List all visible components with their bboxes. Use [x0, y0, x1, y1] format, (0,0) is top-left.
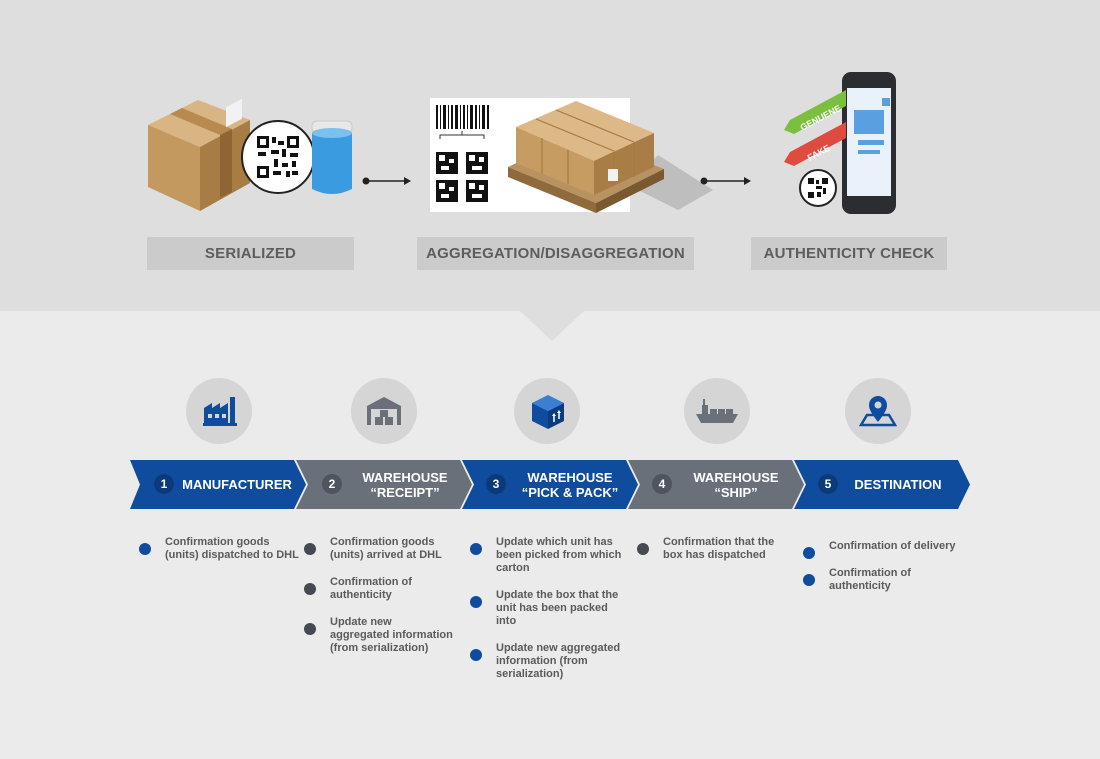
step-title: MANUFACTURER [176, 460, 298, 509]
bullet-dot [304, 623, 316, 635]
bullet-dot [803, 574, 815, 586]
step-2-chevron: 2 WAREHOUSE “RECEIPT” [296, 460, 472, 509]
step-number: 1 [154, 474, 174, 494]
step-title-line1: WAREHOUSE [362, 469, 448, 485]
stage-label-authenticity: AUTHENTICITY CHECK [751, 237, 947, 270]
step-title-line1: MANUFACTURER [182, 477, 292, 492]
panel-pointer [520, 311, 584, 341]
step-number: 4 [652, 474, 672, 494]
flow-arrow-1 [362, 177, 411, 185]
list-item: Update the box that the unit has been pa… [470, 589, 625, 628]
step-title-line1: WAREHOUSE [693, 469, 779, 485]
step-title: WAREHOUSE “SHIP” [676, 460, 796, 509]
step-number: 5 [818, 474, 838, 494]
aggregation-illustration [430, 98, 713, 213]
list-item: Update which unit has been picked from w… [470, 536, 625, 575]
bullet-dot [470, 649, 482, 661]
list-item-text: Update which unit has been picked from w… [496, 536, 622, 574]
step-4-chevron: 4 WAREHOUSE “SHIP” [628, 460, 804, 509]
list-item: Confirmation goods (units) arrived at DH… [304, 536, 454, 562]
step-5-bullets: Confirmation of delivery Confirmation of… [803, 540, 963, 607]
bullet-dot [304, 543, 316, 555]
list-item-text: Confirmation of authenticity [330, 576, 412, 601]
bullet-dot [470, 543, 482, 555]
list-item: Update new aggregated information (from … [470, 642, 625, 681]
factory-icon [186, 378, 252, 444]
step-2-bullets: Confirmation goods (units) arrived at DH… [304, 536, 454, 669]
step-title: WAREHOUSE “PICK & PACK” [510, 460, 630, 509]
list-item-text: Confirmation goods (units) arrived at DH… [330, 536, 442, 561]
authenticity-illustration: GENUENE FAKE [784, 72, 896, 214]
list-item-text: Confirmation of authenticity [829, 567, 911, 592]
list-item: Confirmation of delivery [803, 540, 963, 559]
stage-label-aggregation: AGGREGATION/DISAGGREGATION [417, 237, 694, 270]
list-item-text: Confirmation of delivery [829, 540, 956, 552]
step-title-line1: WAREHOUSE [527, 469, 613, 485]
step-3-bullets: Update which unit has been picked from w… [470, 536, 625, 695]
bullet-dot [304, 583, 316, 595]
location-pin-icon [845, 378, 911, 444]
warehouse-icon [351, 378, 417, 444]
step-1-chevron: 1 MANUFACTURER [130, 460, 306, 509]
step-title: WAREHOUSE “RECEIPT” [346, 460, 464, 509]
ship-icon [684, 378, 750, 444]
list-item: Confirmation of authenticity [803, 567, 963, 593]
bullet-dot [470, 596, 482, 608]
step-number: 2 [322, 474, 342, 494]
list-item-text: Update new aggregated information (from … [496, 642, 621, 680]
list-item-text: Confirmation that the box has dispatched [663, 536, 775, 561]
step-5-chevron: 5 DESTINATION [794, 460, 970, 509]
step-title: DESTINATION [844, 460, 952, 509]
list-item: Update new aggregated information (from … [304, 616, 454, 655]
list-item: Confirmation that the box has dispatched [637, 536, 787, 562]
step-1-bullets: Confirmation goods (units) dispatched to… [139, 536, 299, 576]
list-item-text: Update new aggregated information (from … [330, 616, 453, 654]
step-4-bullets: Confirmation that the box has dispatched [637, 536, 787, 576]
bullet-dot [803, 547, 815, 559]
bullet-dot [637, 543, 649, 555]
step-title-line1: DESTINATION [854, 477, 942, 492]
step-title-line2: “SHIP” [714, 484, 758, 500]
flow-arrow-2 [700, 177, 751, 185]
step-number: 3 [486, 474, 506, 494]
bullet-dot [139, 543, 151, 555]
serialized-illustration [148, 98, 353, 211]
stage-label-serialized: SERIALIZED [147, 237, 354, 270]
step-title-line2: “PICK & PACK” [521, 484, 619, 500]
list-item: Confirmation of authenticity [304, 576, 454, 602]
list-item-text: Confirmation goods (units) dispatched to… [165, 536, 299, 561]
step-3-chevron: 3 WAREHOUSE “PICK & PACK” [462, 460, 638, 509]
list-item: Confirmation goods (units) dispatched to… [139, 536, 299, 562]
box-icon [514, 378, 580, 444]
list-item-text: Update the box that the unit has been pa… [496, 589, 619, 627]
step-title-line2: “RECEIPT” [370, 484, 440, 500]
